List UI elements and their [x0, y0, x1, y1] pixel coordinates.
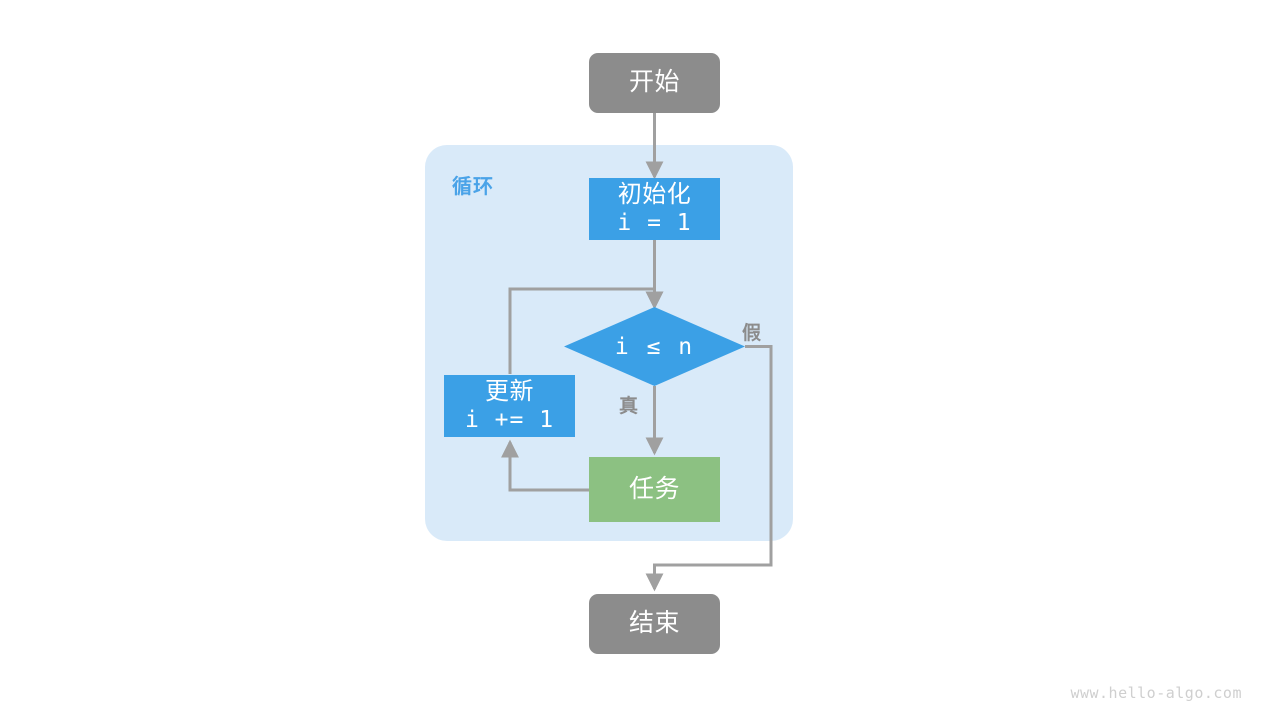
- node-update[interactable]: 更新 i += 1: [444, 375, 575, 437]
- node-init[interactable]: 初始化 i = 1: [589, 178, 720, 240]
- node-update-label: 更新: [485, 378, 534, 406]
- node-condition-label: i ≤ n: [614, 333, 695, 360]
- node-update-code: i += 1: [464, 406, 555, 433]
- node-end-label: 结束: [628, 609, 680, 638]
- loop-group-label: 循环: [452, 176, 494, 198]
- edge-condition-to-end-false: [645, 345, 773, 592]
- node-task-label: 任务: [628, 474, 680, 503]
- node-init-code: i = 1: [617, 209, 692, 236]
- node-start-label: 开始: [628, 68, 680, 97]
- edge-update-to-condition: [508, 287, 664, 374]
- node-start[interactable]: 开始: [589, 53, 720, 113]
- node-init-label: 初始化: [617, 181, 692, 209]
- watermark: www.hello-algo.com: [1070, 684, 1242, 702]
- node-end[interactable]: 结束: [589, 594, 720, 654]
- condition-diamond: [564, 307, 745, 386]
- node-task[interactable]: 任务: [589, 457, 720, 522]
- edge-label-false: 假: [742, 323, 762, 344]
- edge-task-to-update: [501, 439, 589, 492]
- edge-label-true: 真: [619, 396, 639, 417]
